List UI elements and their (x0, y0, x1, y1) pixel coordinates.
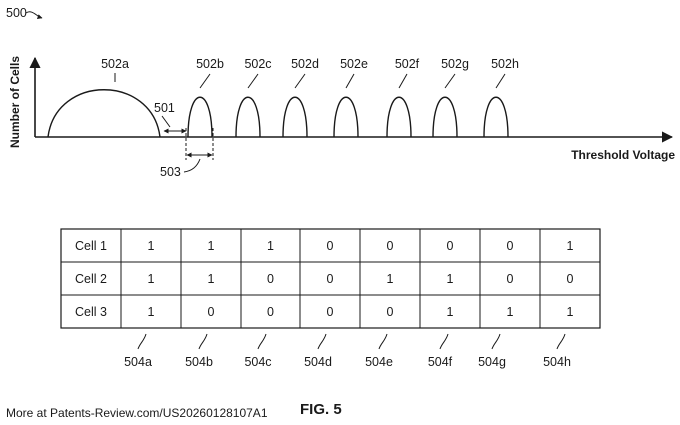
table-cell: 0 (567, 272, 574, 286)
ref-leader-504c (257, 333, 267, 350)
table-cell: 0 (327, 272, 334, 286)
state-label-502b: 502b (196, 57, 224, 71)
table-cell: 0 (387, 239, 394, 253)
table-cell: 1 (267, 239, 274, 253)
ref-leader-504f (439, 333, 449, 350)
state-label-502c: 502c (244, 57, 271, 71)
table-cell: 0 (327, 305, 334, 319)
distribution-502e (333, 96, 359, 138)
distribution-502c (235, 96, 261, 138)
state-leader-502f (398, 73, 408, 89)
state-leader-502h (495, 73, 506, 89)
state-label-502e: 502e (340, 57, 368, 71)
table-cell: 0 (447, 239, 454, 253)
ref-leader-504d (317, 333, 327, 350)
width-leader (183, 158, 201, 173)
source-footer: More at Patents-Review.com/US20260128107… (6, 406, 268, 420)
state-leader-502d (294, 73, 306, 89)
figure-number-arrow (25, 11, 43, 19)
table-cell: 1 (208, 272, 215, 286)
table-cell: 0 (507, 239, 514, 253)
table-cell: 1 (447, 272, 454, 286)
distribution-curves (47, 89, 509, 138)
ref-leader-504b (198, 333, 208, 350)
distribution-502a (47, 89, 161, 138)
table-cell: 0 (327, 239, 334, 253)
ref-label-504h: 504h (543, 355, 571, 369)
table-border (60, 228, 601, 329)
table-cell: 0 (267, 305, 274, 319)
distribution-502d (282, 96, 308, 138)
table-cell: 0 (507, 272, 514, 286)
table-cell: 1 (148, 305, 155, 319)
distribution-502b (187, 96, 213, 138)
y-axis-label: Number of Cells (8, 56, 22, 148)
ref-label-504f: 504f (428, 355, 453, 369)
row-label: Cell 2 (75, 272, 107, 286)
state-label-502d: 502d (291, 57, 319, 71)
state-label-502h: 502h (491, 57, 519, 71)
figure-caption: FIG. 5 (300, 401, 342, 418)
state-leader-502c (247, 73, 259, 89)
ref-leader-504h (556, 333, 566, 350)
width-label: 503 (160, 165, 181, 179)
ref-label-504a: 504a (124, 355, 152, 369)
table-cell: 1 (567, 239, 574, 253)
state-labels: 502a 502b 502c 502d 502e 502f 502g 502h (101, 57, 519, 89)
distribution-502f (386, 96, 412, 138)
table-cell: 0 (387, 305, 394, 319)
x-axis-label: Threshold Voltage (571, 148, 675, 162)
table-cell: 0 (208, 305, 215, 319)
table-cell: 0 (267, 272, 274, 286)
ref-label-504g: 504g (478, 355, 506, 369)
distribution-502g (432, 96, 458, 138)
figure-number: 500 (6, 6, 27, 20)
state-label-502a: 502a (101, 57, 129, 71)
table-cell: 1 (507, 305, 514, 319)
ref-label-504b: 504b (185, 355, 213, 369)
gap-leader (161, 115, 171, 128)
state-leader-502g (444, 73, 456, 89)
state-label-502g: 502g (441, 57, 469, 71)
table-cell: 1 (567, 305, 574, 319)
table-cell: 1 (447, 305, 454, 319)
gap-label: 501 (154, 101, 175, 115)
ref-leader-504a (137, 333, 147, 350)
table-cell: 1 (387, 272, 394, 286)
column-reference-labels: 504a 504b 504c 504d 504e 504f 504g 504h (124, 333, 571, 369)
table-cell: 1 (148, 239, 155, 253)
table-cell: 1 (208, 239, 215, 253)
ref-label-504e: 504e (365, 355, 393, 369)
ref-label-504d: 504d (304, 355, 332, 369)
state-leader-502e (345, 73, 355, 89)
distribution-502h (483, 96, 509, 138)
state-leader-502b (199, 73, 211, 89)
ref-label-504c: 504c (244, 355, 271, 369)
ref-leader-504g (491, 333, 501, 350)
row-label: Cell 3 (75, 305, 107, 319)
ref-leader-504e (378, 333, 388, 350)
state-label-502f: 502f (395, 57, 420, 71)
table-cell: 1 (148, 272, 155, 286)
row-label: Cell 1 (75, 239, 107, 253)
